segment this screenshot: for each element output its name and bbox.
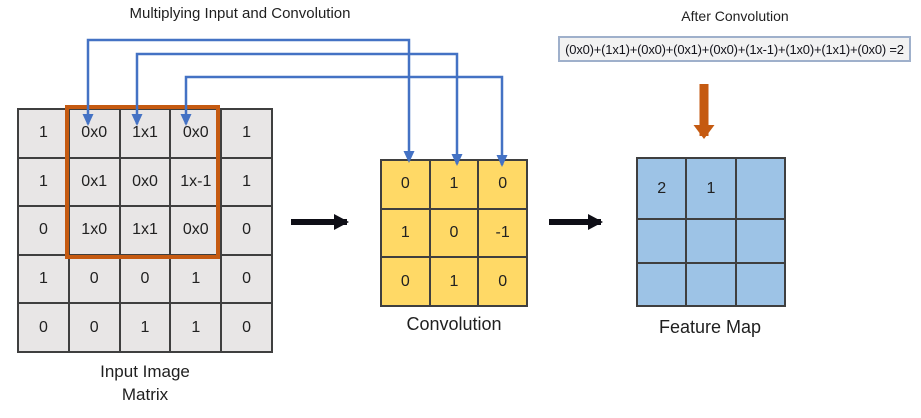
feature-map-cell (687, 220, 735, 262)
convolution-label: Convolution (406, 314, 502, 334)
input-matrix-cell: 0 (19, 304, 68, 351)
input-matrix-cell: 1 (19, 158, 68, 206)
multiplying-title: Multiplying Input and Convolution (129, 5, 351, 22)
input-matrix-label-line2: Matrix (121, 385, 169, 404)
feature-map-cell (687, 263, 735, 305)
kernel-cell: 0 (479, 258, 526, 305)
input-matrix-cell: 0 (69, 304, 119, 351)
input-matrix-cell: 1 (222, 110, 271, 157)
input-matrix-cell: 1x0 (69, 207, 119, 254)
kernel-cell: 0 (430, 209, 478, 257)
kernel-cell: 0 (382, 258, 429, 305)
input-matrix-cell: 1x-1 (171, 158, 221, 206)
kernel-cell: 1 (430, 258, 478, 305)
input-matrix-cell: 1 (171, 255, 221, 303)
feature-map-cell: 2 (638, 159, 686, 219)
input-matrix-cell: 1 (120, 304, 170, 351)
input-matrix-cell: 0x0 (171, 207, 221, 254)
feature-map-cell (638, 263, 686, 305)
feature-map-cell (736, 263, 784, 305)
input-matrix-cell: 0 (120, 255, 170, 303)
input-matrix-label: Input Image Matrix (17, 360, 273, 406)
feature-map-cell (638, 220, 686, 262)
input-matrix-label-line1: Input Image (100, 362, 190, 381)
input-matrix-cell: 0 (69, 255, 119, 303)
input-matrix-cell: 1 (171, 304, 221, 351)
after-convolution-title: After Convolution (681, 8, 789, 24)
input-matrix-cell: 0x0 (120, 158, 170, 206)
formula-box: (0x0)+(1x1)+(0x0)+(0x1)+(0x0)+(1x-1)+(1x… (558, 36, 911, 62)
kernel-cell: 0 (382, 161, 429, 208)
input-matrix-cell: 1x1 (120, 207, 170, 254)
input-matrix-cell: 0 (19, 207, 68, 254)
kernel-cell: -1 (479, 209, 526, 257)
kernel-cell: 1 (430, 161, 478, 208)
input-matrix-cell: 0x0 (69, 110, 119, 157)
input-matrix-cell: 0 (222, 304, 271, 351)
feature-map-cell: 1 (687, 159, 735, 219)
input-matrix-cell: 1 (19, 110, 68, 157)
input-matrix-cell: 1 (19, 255, 68, 303)
input-matrix-cell: 1 (222, 158, 271, 206)
input-matrix-cell: 0x1 (69, 158, 119, 206)
kernel-cell: 0 (479, 161, 526, 208)
feature-map-label: Feature Map (658, 317, 762, 337)
feature-map-cell (736, 220, 784, 262)
input-matrix-cell: 1x1 (120, 110, 170, 157)
feature-map-cell (736, 159, 784, 219)
kernel-cell: 1 (382, 209, 429, 257)
input-matrix-cell: 0 (222, 207, 271, 254)
formula-text: (0x0)+(1x1)+(0x0)+(0x1)+(0x0)+(1x-1)+(1x… (565, 41, 904, 57)
input-matrix-cell: 0x0 (171, 110, 221, 157)
input-matrix-cell: 0 (222, 255, 271, 303)
